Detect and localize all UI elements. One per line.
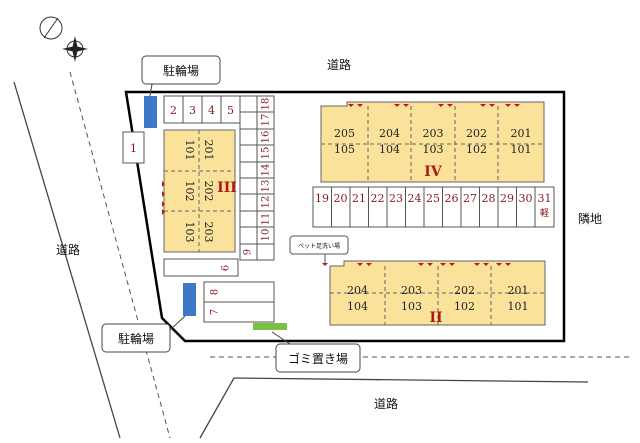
building-4-outline [320,101,545,183]
parking-slot-label: 28 [482,192,496,205]
parking-middle-row: 19 20 21 22 23 24 25 26 27 28 29 30 31 軽 [312,186,555,228]
parking-slot-label: 13 [261,180,272,193]
parking-slot-label: 12 [261,196,272,209]
bike-bottom-box [101,323,171,353]
bike-bottom-callout: 駐輪場 [101,315,186,353]
unit-number: 103 [423,143,444,156]
unit-number: 203 [202,222,215,243]
parking-slot-label: 31 [538,192,552,205]
pet-wash-callout: ペット足洗い場 [289,235,349,264]
unit-number: 205 [334,127,355,140]
site-boundary [124,90,566,343]
parking-slot-label: 27 [463,192,477,205]
pet-wash-label: ペット足洗い場 [298,242,340,250]
parking-middle-frame [312,186,555,228]
unit-number: 202 [454,284,475,297]
bike-top-label: 駐輪場 [163,63,199,78]
unit-number: 101 [183,140,196,161]
building-2-label: II [429,310,442,326]
parking-slot-label: 19 [315,192,329,205]
unit-number: 204 [347,284,368,297]
unit-number: 201 [202,140,215,161]
road-bottom-edge [233,377,589,383]
unit-number: 102 [466,143,487,156]
parking-slot-label: 18 [261,98,272,111]
unit-number: 102 [183,181,196,202]
unit-number: 201 [511,127,532,140]
parking-slot-label: 16 [261,131,272,144]
parking-slot-label: 11 [261,213,272,226]
parking-slot-label: 2 [170,104,177,117]
parking-slot-label: 21 [352,192,366,205]
parking-slot-label: 26 [445,192,459,205]
parking-top-row: 2 3 4 5 [163,95,241,124]
parking-slot-label: 22 [371,192,385,205]
unit-number: 105 [334,143,355,156]
building-4-label: IV [424,164,443,180]
parking-slot-label: 24 [408,192,422,205]
parking-slot-1-label: 1 [130,142,137,155]
bike-bottom-label: 駐輪場 [118,331,154,346]
garbage-callout: ゴミ置き場 [271,331,361,373]
road-left-label: 道路 [56,242,80,257]
unit-number: 204 [379,127,400,140]
unit-number: 104 [379,143,400,156]
road-bottom-label: 道路 [374,396,398,411]
garbage-label: ゴミ置き場 [288,351,348,366]
road-left-edge-outer [13,81,121,439]
building-3: 201 101 202 102 203 103 III [162,129,237,253]
unit-number: 103 [401,300,422,313]
parking-slot-label: 29 [500,192,514,205]
garbage-area [253,323,287,330]
compass-icon [62,36,88,62]
parking-slot-6 [163,258,239,277]
unit-number: 102 [454,300,475,313]
unit-number: 203 [423,127,444,140]
road-corner-edge [199,377,235,439]
north-arrow-icon [39,16,63,40]
parking-slot-6-label: 6 [221,265,232,271]
pet-wash-box [289,235,349,255]
parking-slot-label: 25 [426,192,440,205]
road-top-label: 道路 [327,57,351,72]
building-2: 204 104 203 103 202 102 201 101 II [322,260,546,326]
parking-slot-label: 5 [227,104,234,117]
neighbor-label: 隣地 [578,211,602,226]
parking-vertical-column: 18 17 16 15 14 13 12 11 10 9 [239,95,275,261]
parking-slot-8-label: 8 [210,289,221,295]
bike-top-callout: 駐輪場 [141,55,221,97]
road-left-centerline [69,71,171,439]
parking-slot-7-label: 7 [210,309,221,315]
parking-slot-label: 20 [334,192,348,205]
bike-top-box [141,55,221,85]
parking-slot-label: 30 [519,192,533,205]
unit-number: 103 [183,222,196,243]
unit-number: 101 [508,300,529,313]
building-4: 205 105 204 104 203 103 202 102 201 101 … [320,101,545,183]
parking-slot-label: 17 [261,114,272,127]
unit-number: 104 [347,300,368,313]
unit-number: 202 [466,127,487,140]
parking-slot-label: 9 [243,249,254,255]
parking-slot-label: 4 [208,104,215,117]
unit-number: 202 [202,181,215,202]
parking-slot-label: 3 [189,104,196,117]
parking-slot-label: 14 [261,164,272,177]
parking-slot-label: 10 [261,229,272,242]
unit-number: 203 [401,284,422,297]
bike-parking-top [144,96,157,128]
parking-slot-label: 23 [389,192,403,205]
light-vehicle-mark: 軽 [540,208,549,219]
garbage-box [275,343,361,373]
bike-parking-bottom [183,283,196,316]
building-3-label: III [217,180,237,196]
unit-number: 101 [511,143,532,156]
parking-slot-7 [203,301,275,323]
unit-number: 201 [508,284,529,297]
parking-slot-label: 15 [261,147,272,160]
parking-slot-1 [122,131,145,164]
